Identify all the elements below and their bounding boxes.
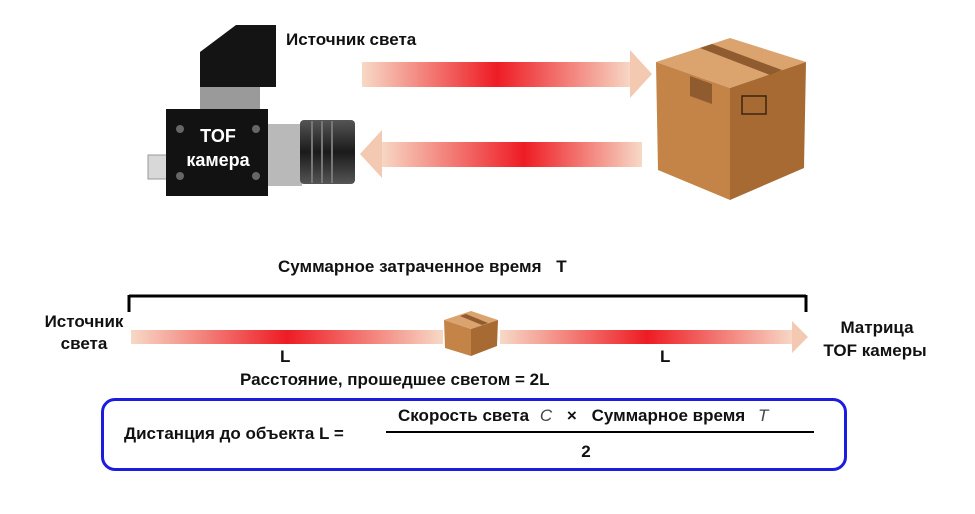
numerator-part1: Скорость света bbox=[398, 406, 530, 425]
total-time-text: Суммарное затраченное время bbox=[278, 257, 542, 276]
light-source-block bbox=[200, 25, 276, 87]
formula-box bbox=[101, 398, 847, 471]
light-path-arrow-right bbox=[500, 321, 808, 353]
formula-denominator: 2 bbox=[581, 442, 591, 461]
camera-label-line1: TOF bbox=[200, 126, 236, 146]
left-label-line2: света bbox=[60, 334, 108, 353]
formula-numerator: Скорость света C × Суммарное время T bbox=[398, 406, 768, 426]
emitted-light-arrow bbox=[362, 50, 652, 98]
total-time-label: Суммарное затраченное время T bbox=[278, 257, 567, 277]
light-path-arrow-left bbox=[131, 330, 443, 344]
camera-neck bbox=[200, 87, 260, 109]
left-label-line1: Источник bbox=[44, 312, 124, 331]
right-label-line2: TOF камеры bbox=[823, 341, 927, 360]
tof-camera bbox=[147, 25, 355, 196]
camera-lens-mount bbox=[268, 124, 302, 186]
camera-connector bbox=[147, 154, 169, 180]
segment-left-label: L bbox=[280, 347, 291, 366]
total-time-symbol: T bbox=[556, 257, 567, 276]
camera-body bbox=[166, 109, 268, 196]
distance-label: Расстояние, прошедшее светом = 2L bbox=[240, 370, 550, 389]
formula-lhs: Дистанция до объекта L = bbox=[124, 424, 344, 443]
speed-symbol: C bbox=[539, 406, 553, 425]
times-sign: × bbox=[566, 406, 577, 425]
light-source-label: Источник света bbox=[286, 30, 417, 49]
segment-right-label: L bbox=[660, 347, 671, 366]
reflected-light-arrow bbox=[360, 130, 642, 178]
small-object-box bbox=[444, 311, 498, 356]
camera-lens bbox=[300, 120, 355, 184]
right-label-line1: Матрица bbox=[840, 318, 914, 337]
camera-label-line2: камера bbox=[186, 150, 250, 170]
total-time-bracket bbox=[127, 294, 808, 312]
object-box bbox=[656, 38, 806, 200]
numerator-part2: Суммарное время bbox=[591, 406, 746, 425]
time-symbol: T bbox=[757, 406, 769, 425]
